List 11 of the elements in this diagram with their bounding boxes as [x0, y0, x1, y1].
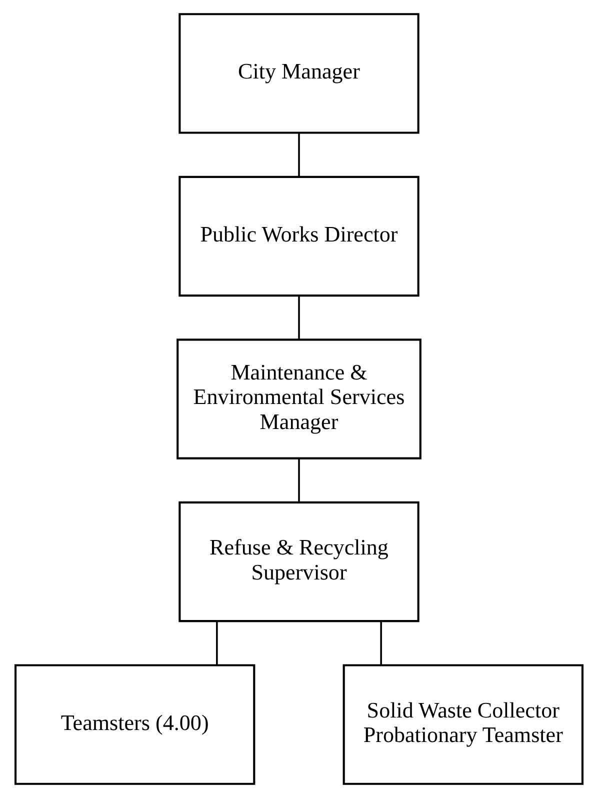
node-box: Maintenance & Environmental Services Manager: [176, 338, 421, 460]
connector: [380, 621, 382, 665]
node-box: Refuse & Recycling Supervisor: [178, 501, 419, 622]
connector: [216, 621, 218, 665]
node-box: Solid Waste Collector Probationary Teamster: [342, 664, 584, 785]
connector: [298, 458, 300, 502]
node-box: Teamsters (4.00): [14, 664, 255, 785]
node-box: Public Works Director: [178, 176, 419, 297]
connector: [298, 296, 300, 340]
node-box: City Manager: [178, 13, 419, 134]
connector: [298, 133, 300, 177]
